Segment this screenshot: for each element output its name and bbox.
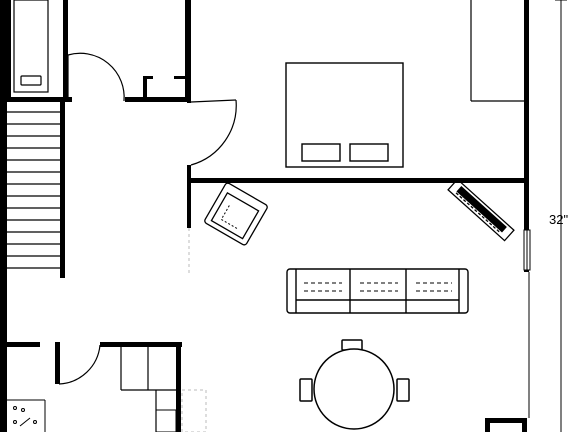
bath-door: [67, 52, 125, 102]
hall-wall: [125, 97, 191, 102]
window: [523, 229, 531, 271]
walls: [0, 0, 529, 432]
kitchen-top-wall-2: [100, 342, 182, 347]
closet-small-right: [174, 76, 186, 79]
wardrobe: [470, 0, 528, 102]
kitchen-right-wall: [176, 342, 181, 432]
dimension-label: 32": [549, 212, 569, 227]
right-exterior-wall: [524, 0, 529, 272]
bottom-right-wall: [485, 418, 527, 423]
stove: [7, 399, 46, 432]
bath-right-wall: [63, 0, 68, 100]
closet-small-top: [143, 76, 153, 79]
bed: [285, 62, 404, 168]
pillow: [349, 143, 389, 162]
counter-dashed: [181, 389, 207, 432]
kitchen-top-wall: [0, 342, 40, 347]
bedroom-door: [190, 99, 237, 166]
piano: [447, 178, 515, 242]
chair: [299, 378, 313, 402]
bedroom-left-lower-wall: [187, 165, 191, 228]
bedroom-bottom-wall: [187, 178, 529, 183]
stair-right-wall: [60, 102, 65, 278]
bath-bottom-wall: [0, 97, 72, 102]
counter: [120, 347, 176, 432]
bottom-right-post: [485, 418, 490, 432]
sofa: [286, 268, 469, 314]
armchair: [204, 182, 268, 246]
bedroom-left-wall: [187, 0, 191, 103]
bath-inner-left-wall: [7, 0, 11, 100]
bathtub: [13, 0, 49, 93]
kitchen-door: [58, 344, 101, 385]
left-exterior-wall: [0, 0, 7, 432]
bottom-right-post-2: [522, 418, 527, 432]
closet-small-wall: [143, 78, 147, 100]
dining-table: [299, 339, 410, 430]
appliance: [155, 409, 177, 432]
kitchen-door-jamb: [55, 342, 60, 384]
chair: [396, 378, 410, 402]
stairs: [7, 111, 60, 269]
pillow: [301, 143, 341, 162]
